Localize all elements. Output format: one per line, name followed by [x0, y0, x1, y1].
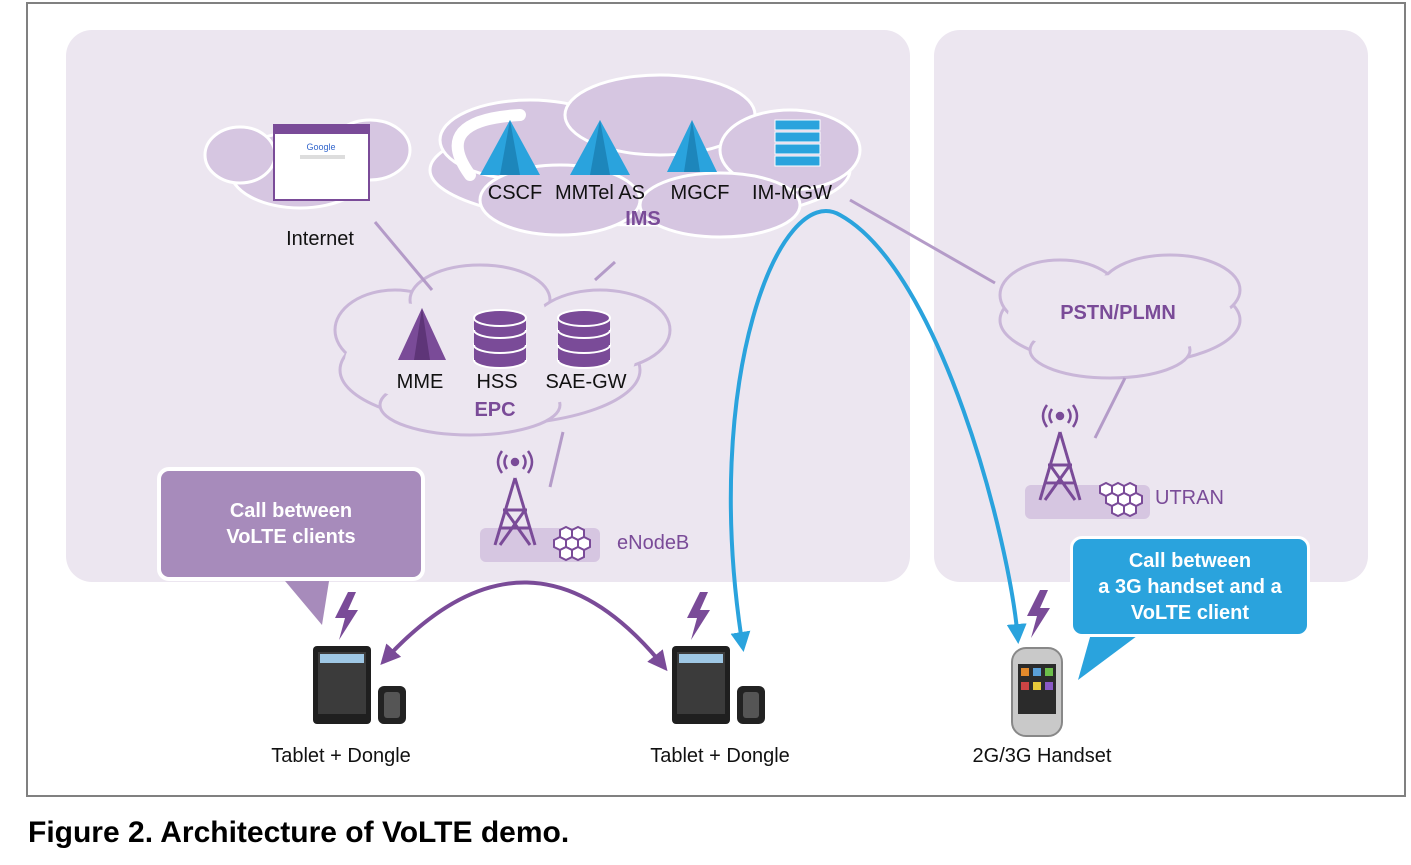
sae-gw-icon — [557, 309, 611, 369]
mme-icon — [398, 308, 446, 360]
link-internet-epc — [373, 221, 434, 291]
enodeb-label: eNodeB — [617, 532, 690, 554]
threeg-callout-tail — [1078, 630, 1145, 680]
link-pstn-utran — [1093, 377, 1127, 439]
link-immgw-pstn — [849, 198, 996, 285]
enodeb-tower-icon — [493, 477, 537, 546]
volte-callout-tail — [280, 575, 330, 625]
figure-caption: Figure 2. Architecture of VoLTE demo. — [28, 816, 570, 849]
mme-label: MME — [396, 371, 444, 393]
tablet-dongle-label-2: Tablet + Dongle — [650, 745, 790, 767]
ims-label: IMS — [625, 208, 661, 230]
epc-label: EPC — [474, 399, 516, 421]
handset-label: 2G/3G Handset — [972, 745, 1112, 767]
threeg-callout: Call between a 3G handset and a VoLTE cl… — [1070, 536, 1310, 637]
lightning-icon-3 — [1027, 590, 1050, 638]
lightning-icon-2 — [687, 592, 710, 640]
mmtel-as-icon — [570, 120, 630, 175]
mgcf-label: MGCF — [670, 182, 730, 204]
link-epc-enodeb — [548, 431, 565, 488]
im-mgw-icon — [774, 119, 821, 167]
tablet-dongle-label-1: Tablet + Dongle — [271, 745, 411, 767]
sae-gw-label: SAE-GW — [545, 371, 627, 393]
hss-label: HSS — [476, 371, 518, 393]
ims-cloud-swoosh — [451, 109, 526, 181]
threeg-call-arrow — [728, 209, 1027, 652]
browser-window — [273, 124, 370, 201]
im-mgw-label: IM-MGW — [752, 182, 832, 204]
enodeb-signal-icon — [496, 450, 534, 474]
handset-icon — [1011, 647, 1063, 737]
lightning-icon-1 — [335, 592, 358, 640]
tablet-icon-2 — [672, 646, 765, 724]
volte-call-arrow — [380, 580, 668, 672]
tablet-icon-1 — [313, 646, 406, 724]
browser-logo: Google — [306, 142, 335, 152]
volte-callout: Call between VoLTE clients — [157, 467, 425, 581]
link-ims-epc — [593, 260, 617, 282]
hss-icon — [473, 309, 527, 369]
utran-cells-icon — [1099, 481, 1143, 518]
cscf-label: CSCF — [487, 182, 543, 204]
enodeb-cells-icon — [553, 525, 591, 562]
internet-label: Internet — [286, 228, 354, 250]
utran-signal-icon — [1041, 404, 1079, 428]
mgcf-icon — [667, 120, 717, 172]
utran-tower-icon — [1038, 431, 1082, 501]
pstn-plmn-label: PSTN/PLMN — [1060, 302, 1176, 324]
mmtel-as-label: MMTel AS — [554, 182, 646, 204]
cscf-icon — [480, 120, 540, 175]
utran-label: UTRAN — [1155, 487, 1224, 509]
